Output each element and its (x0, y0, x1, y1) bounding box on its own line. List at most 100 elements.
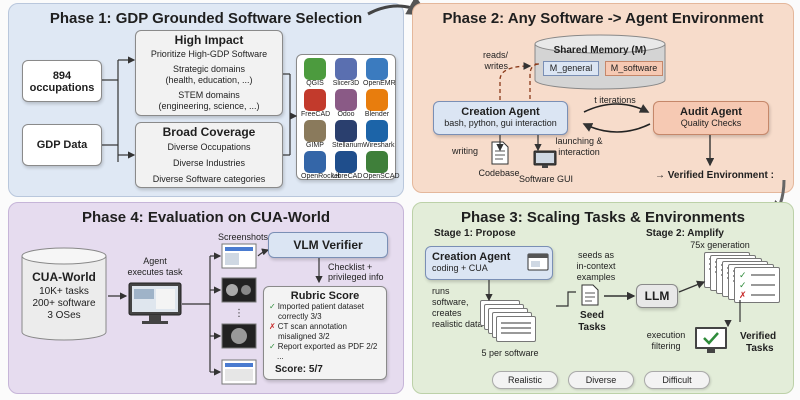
app-label: QGIS (306, 80, 324, 87)
verified-tasks-label: Tasks (746, 343, 774, 354)
wireshark-icon (366, 120, 388, 142)
openemr-icon (366, 58, 388, 80)
check-icon: ✓ (269, 302, 276, 311)
seed-tasks-label: Tasks (578, 322, 606, 333)
window-icon (527, 253, 549, 271)
app-tile: Slicer3D (332, 58, 360, 88)
check-icon: ✓ (269, 342, 276, 351)
app-tile: Odoo (332, 89, 360, 119)
gdp-data-box: GDP Data (22, 124, 102, 166)
phase2-arrows (496, 62, 715, 167)
cua-world-stat: 10K+ tasks (39, 286, 89, 297)
broad-coverage-title: Broad Coverage (162, 125, 256, 139)
codebase-label: Codebase (478, 168, 520, 178)
exec-filter-label: filtering (651, 341, 681, 351)
screenshots-label: Screenshots (217, 232, 269, 242)
high-impact-item: STEM domains (178, 90, 240, 100)
app-label: OpenEMR (363, 80, 396, 87)
task-page (496, 316, 536, 342)
odoo-icon (335, 89, 357, 111)
phase1-title: Phase 1: GDP Grounded Software Selection (49, 10, 363, 27)
app-tile: OpenSCAD (363, 151, 400, 181)
app-tile: LibreCAD (332, 151, 362, 181)
agent-executes-label: executes task (127, 267, 183, 277)
app-tile: Blender (363, 89, 391, 119)
shared-memory-cylinder-icon (534, 34, 666, 90)
verified-monitor-icon (695, 327, 727, 353)
rubric-item-text: CT scan annotation (277, 322, 347, 331)
app-label: Slicer3D (332, 80, 360, 87)
writing-label: writing (452, 146, 479, 156)
app-label: Odoo (337, 111, 355, 118)
phase2-title: Phase 2: Any Software -> Agent Environme… (442, 10, 764, 27)
app-label: OpenRocket (301, 173, 340, 180)
blender-icon (366, 89, 388, 111)
app-tile: QGIS (301, 58, 329, 88)
monitor-icon (533, 150, 557, 168)
gdp-data-label: GDP Data (36, 139, 88, 151)
quality-checks-label: Quality Checks (680, 118, 742, 128)
cua-world-cylinder-icon (21, 247, 107, 341)
app-label: Blender (364, 111, 390, 118)
codebase-document-icon (491, 141, 509, 165)
seed-tasks-label: Seed (580, 310, 604, 321)
phase3-title: Phase 3: Scaling Tasks & Environments (461, 209, 745, 226)
creation-agent-title: Creation Agent (461, 106, 540, 118)
agent-monitor-icon (128, 282, 182, 324)
verified-tasks-label: Verified (740, 331, 777, 342)
verified-environment-label: → Verified Environment : (655, 170, 774, 181)
text-line (751, 294, 775, 296)
stellarium-icon (335, 120, 357, 142)
reads-label: reads/ (482, 50, 508, 60)
rubric-item: ✓Report exported as PDF 2/2 (269, 342, 381, 352)
high-impact-title: High Impact (174, 33, 244, 47)
rubric-score: Score: 5/7 (275, 364, 323, 375)
launching-label: launching & (555, 136, 603, 146)
app-tile: FreeCAD (301, 89, 330, 119)
stage2-label: Stage 2: Amplify (646, 228, 724, 239)
occupations-label: occupations (29, 82, 95, 94)
app-tile: OpenRocket (301, 151, 340, 181)
app-label: Wireshark (363, 142, 395, 149)
occupations-box: 894 occupations (22, 60, 102, 102)
openrocket-icon (304, 151, 326, 173)
m-general-box: M_general (543, 61, 599, 76)
vlm-verifier-label: VLM Verifier (293, 238, 363, 252)
runs-label: creates (432, 308, 462, 318)
exec-filter-label: execution (646, 330, 686, 340)
privileged-info-label: privileged info (328, 272, 384, 282)
rubric-item-text: correctly 3/3 (278, 312, 322, 321)
runs-label: realistic data (432, 319, 483, 329)
app-label: Stellarium (332, 142, 364, 149)
software-gui-label: Software GUI (518, 174, 574, 184)
app-label: OpenSCAD (363, 173, 400, 180)
broad-coverage-box: Broad Coverage Diverse Occupations Diver… (135, 122, 283, 188)
m-software-box: M_software (605, 61, 663, 76)
runs-label: runs (432, 286, 450, 296)
vlm-verifier-box: VLM Verifier (268, 232, 388, 258)
seeds-label: seeds as (577, 250, 615, 260)
app-label: GIMP (306, 142, 324, 149)
librecad-icon (335, 151, 357, 173)
stage1-label: Stage 1: Propose (434, 228, 516, 239)
occupations-count: 894 (52, 70, 72, 82)
cross-icon: ✗ (739, 290, 747, 300)
verifier-to-rubric-arrow (315, 258, 323, 284)
interaction-label: interaction (558, 147, 600, 157)
llm-box: LLM (636, 284, 678, 308)
phase3-creation-agent-title: Creation Agent (432, 251, 511, 263)
rubric-item-text: misaligned 3/2 (278, 332, 330, 341)
phase4-title: Phase 4: Evaluation on CUA-World (81, 209, 331, 226)
quality-pill-diverse: Diverse (568, 371, 634, 389)
seeds-label: in-context (576, 261, 616, 271)
audit-agent-title: Audit Agent (680, 106, 742, 118)
high-impact-item: Strategic domains (172, 64, 246, 74)
text-line (751, 274, 775, 276)
cross-icon: ✗ (269, 322, 276, 331)
app-tile: Wireshark (363, 120, 395, 150)
